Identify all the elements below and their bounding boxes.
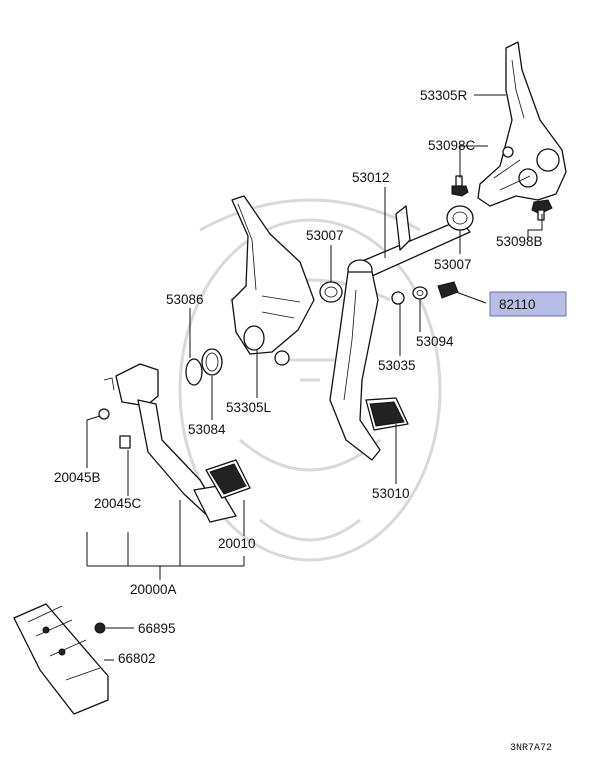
part-label-20000a[interactable]: 20000A — [130, 582, 177, 597]
washer-53094[interactable] — [412, 286, 428, 300]
bushing-53007-right[interactable] — [446, 205, 474, 231]
part-label-53094[interactable]: 53094 — [416, 334, 454, 349]
part-label-53086[interactable]: 53086 — [166, 292, 204, 307]
leader-lines — [86, 94, 543, 661]
part-label-53305l[interactable]: 53305L — [226, 400, 272, 415]
part-label-20045c[interactable]: 20045C — [94, 496, 142, 511]
part-label-53098b[interactable]: 53098B — [496, 234, 543, 249]
brake-pedal-arm[interactable] — [329, 205, 471, 461]
part-label-53012[interactable]: 53012 — [352, 170, 390, 185]
diagram-code: 3NR7A72 — [510, 743, 552, 754]
part-label-20010[interactable]: 20010 — [218, 536, 256, 551]
part-label-53010[interactable]: 53010 — [372, 486, 410, 501]
part-label-53007-right[interactable]: 53007 — [434, 257, 472, 272]
clip-20045c[interactable] — [119, 435, 131, 449]
part-label-66802[interactable]: 66802 — [118, 651, 156, 666]
highlight-box — [489, 291, 567, 317]
bracket-left[interactable] — [231, 195, 315, 366]
bushing-53084[interactable] — [201, 348, 223, 376]
clutch-pedal-pad[interactable] — [193, 459, 251, 523]
part-label-82110[interactable]: 82110 — [499, 297, 536, 312]
bushing-53007-left[interactable] — [319, 281, 343, 303]
switch-82110[interactable] — [437, 281, 459, 299]
part-label-20045b[interactable]: 20045B — [54, 470, 101, 485]
snap-ring-53086[interactable] — [185, 358, 203, 386]
bolt-53098b[interactable] — [531, 199, 553, 221]
foot-rest-66802[interactable] — [13, 603, 109, 715]
clip-20045b[interactable] — [98, 408, 110, 420]
part-label-53084[interactable]: 53084 — [188, 422, 226, 437]
brake-pedal-pad[interactable] — [365, 397, 409, 431]
part-label-53007-left[interactable]: 53007 — [306, 228, 344, 243]
pin-53035[interactable] — [391, 291, 405, 305]
part-label-66895[interactable]: 66895 — [138, 621, 176, 636]
bracket-right[interactable] — [477, 41, 567, 207]
part-label-53098c[interactable]: 53098C — [428, 138, 476, 153]
part-label-53305r[interactable]: 53305R — [420, 88, 468, 103]
screw-66895[interactable] — [94, 622, 106, 634]
part-label-53035[interactable]: 53035 — [378, 358, 416, 373]
bolt-53098c[interactable] — [451, 175, 469, 197]
